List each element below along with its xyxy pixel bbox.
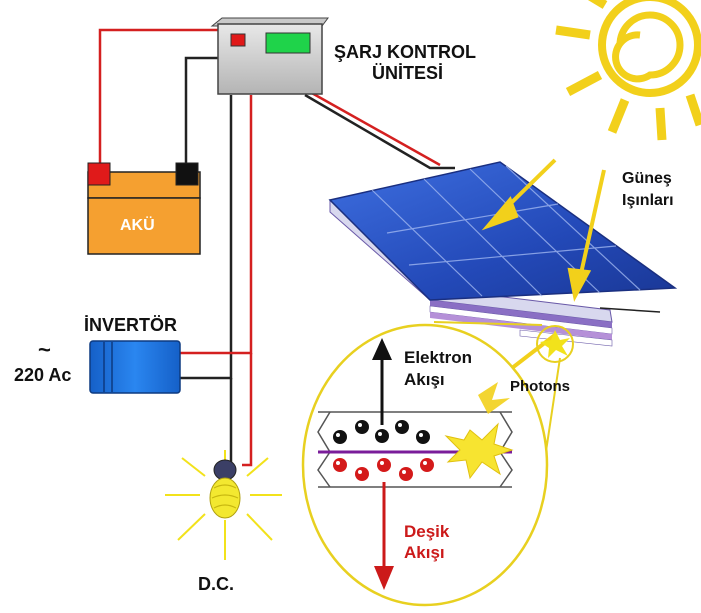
magnifier-focus-ring [536,325,574,363]
inverter-label: İNVERTÖR [84,315,177,335]
dc-load-label: D.C. [198,574,234,594]
sun-rays-label-line2: Işınları [622,192,674,209]
controller-display [265,32,311,54]
sun-rays-label-line1: Güneş [622,170,672,187]
photon-burst-icon [444,422,514,480]
electron-flow-label-line2: Akışı [404,370,445,389]
wiring [98,28,455,467]
inverter-icon [89,340,181,394]
hole-particles [333,458,434,481]
photon-spark-icon [540,330,570,358]
charge-controller-label-line1: ŞARJ KONTROL [334,42,476,62]
ac-symbol: ~ [38,337,51,362]
battery-icon [87,162,201,255]
solar-panel-icon [328,161,678,347]
charge-controller-label-line2: ÜNİTESİ [372,63,443,83]
hole-flow-arrow [374,566,394,590]
magnifier-connector [544,357,561,459]
hole-flow-label-line2: Akışı [404,543,445,562]
battery-negative-terminal [175,162,199,186]
charge-controller-icon [210,17,329,95]
electron-particles [333,420,430,444]
photons-label: Photons [510,378,570,395]
hole-flow-label-line1: Deşik [404,522,450,541]
light-bulb-icon [165,450,282,560]
electron-flow-arrow [372,338,392,360]
sun-icon [555,0,701,141]
battery-label: AKÜ [120,215,155,234]
magnifier-connector [433,321,543,326]
controller-indicator-led [230,33,246,47]
battery-positive-terminal [87,162,111,186]
ac-output-label: 220 Ac [14,365,71,385]
magnified-cell-view [301,323,549,607]
electron-flow-label-line1: Elektron [404,348,472,367]
